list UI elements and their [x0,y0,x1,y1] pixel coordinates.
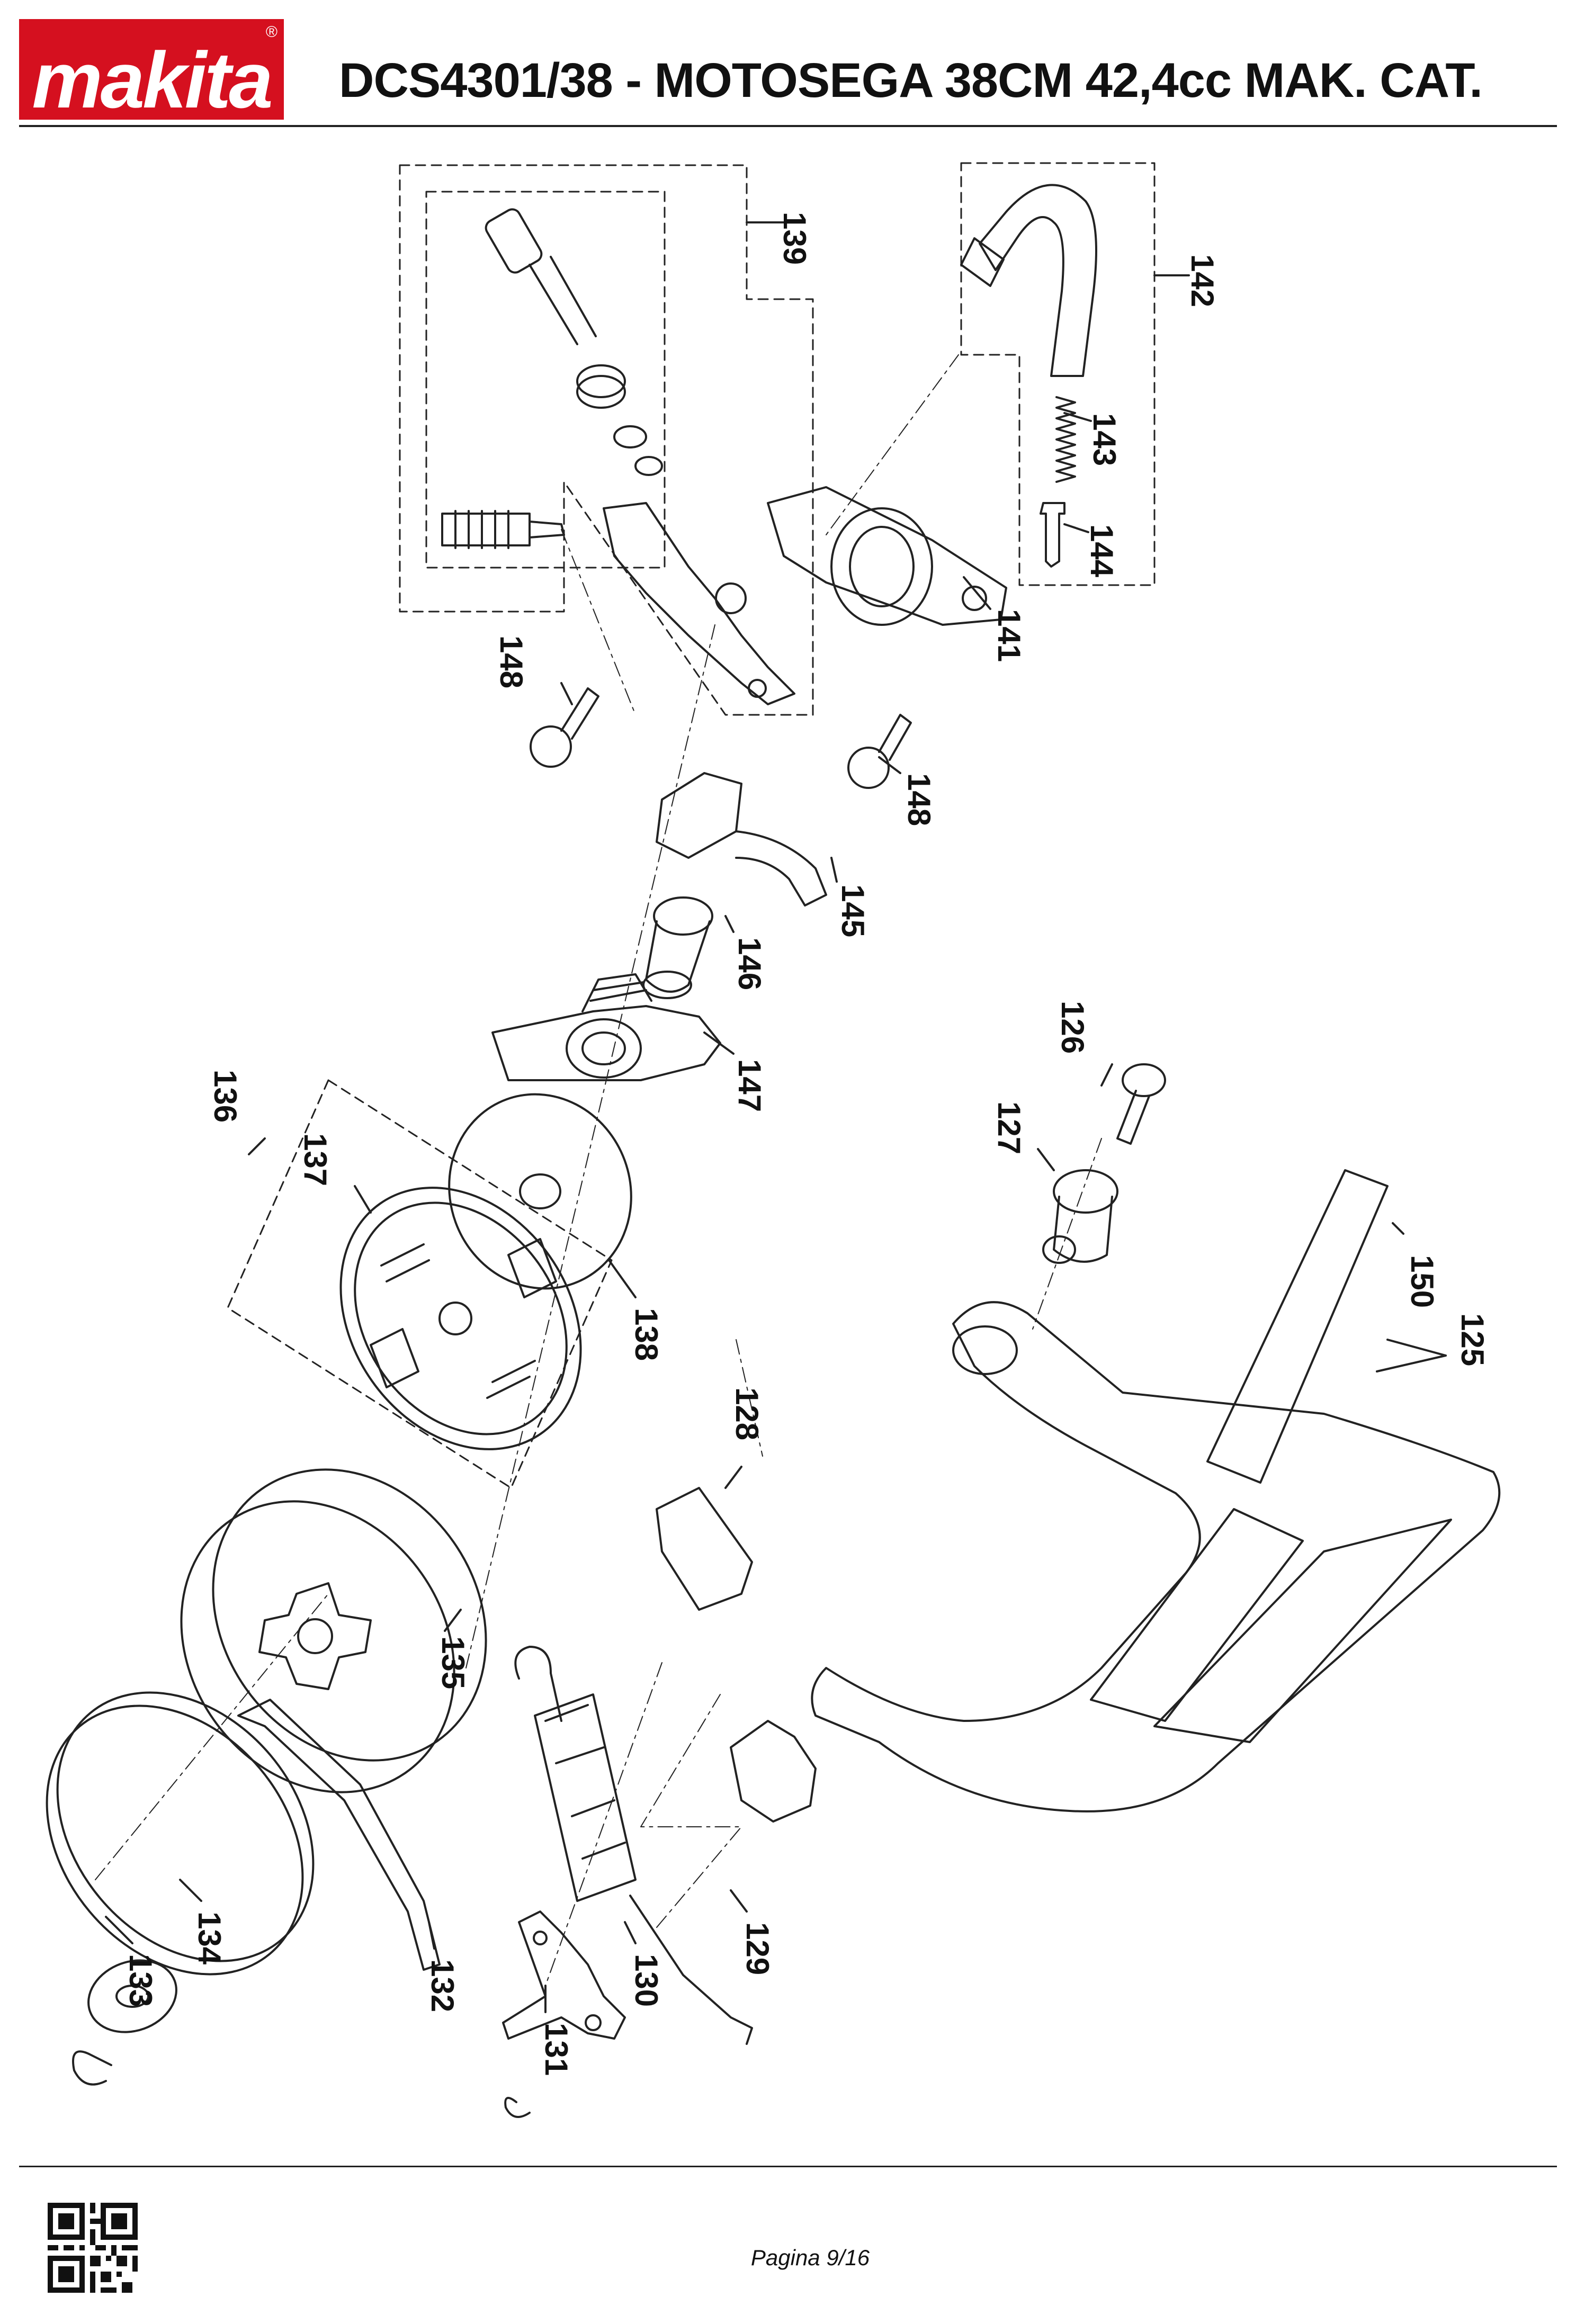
part-147-worm-drive [491,973,721,1081]
footer-divider [19,2166,1557,2167]
callout-145: 145 [835,884,871,937]
part-150-label [1206,1169,1389,1484]
callout-148-left: 148 [494,635,529,688]
header: makita ® DCS4301/38 - MOTOSEGA 38CM 42,4… [0,0,1576,132]
part-135-clutch-drum [180,1468,487,1793]
callout-132: 132 [425,1959,460,2012]
part-144-pin [1040,502,1065,568]
callout-134: 134 [192,1912,227,1965]
assembly-139-inner-box [425,191,666,569]
assembly-142-outline [960,162,1156,586]
part-146-bushing [642,896,713,999]
callout-143: 143 [1087,413,1122,466]
callout-147: 147 [732,1059,767,1112]
part-oil-lever [603,502,795,705]
callout-129: 129 [740,1922,775,1975]
part-148-screw-left [530,687,599,768]
assembly-139-outline [399,164,814,716]
part-131-clip [504,2097,531,2118]
callout-139: 139 [777,212,812,265]
part-148-screw-right [847,714,912,789]
callout-131: 131 [539,2023,574,2076]
makita-logo: makita ® [19,19,284,120]
part-133-clip [72,2050,112,2086]
callout-136: 136 [208,1070,243,1123]
callout-125: 125 [1455,1313,1490,1366]
part-130-brake-lever [502,1910,626,2040]
part-132-brake-band [46,1691,441,1976]
part-128-clip [656,1487,753,1611]
callout-148-right: 148 [901,773,937,826]
page-number: Pagina 9/16 [750,2245,870,2270]
part-143-spring [1055,396,1076,483]
part-oil-hose [960,184,1097,377]
callout-135: 135 [435,1636,471,1689]
registered-mark: ® [265,23,277,41]
assembly-136-outline [227,1079,613,1489]
callout-130: 130 [629,1954,664,2007]
part-125-handguard [730,1301,1501,1823]
callout-142: 142 [1185,254,1220,307]
part-127-bushing [1042,1169,1118,1264]
callout-137: 137 [298,1133,333,1186]
header-divider [19,125,1557,127]
exploded-parts-diagram: 139 142 143 144 141 148 148 145 146 147 … [46,162,1501,2118]
part-adjust-screw [485,208,663,476]
part-141-pump-housing [767,486,1007,626]
callout-141: 141 [991,609,1027,662]
callout-138: 138 [629,1308,664,1361]
callout-133: 133 [123,1954,158,2007]
part-145-fitting [656,772,827,907]
part-129-spring [514,1646,753,2045]
callout-146: 146 [732,937,767,990]
page-title: DCS4301/38 - MOTOSEGA 38CM 42,4cc MAK. C… [339,53,1483,107]
part-134-washer [87,1959,177,2033]
part-138-washer [448,1093,632,1290]
callout-127: 127 [991,1101,1027,1154]
part-126-screw [1116,1063,1166,1145]
callout-150: 150 [1404,1255,1440,1308]
part-spring-plunger [441,510,565,549]
qr-code[interactable] [48,2203,138,2293]
callout-126: 126 [1055,1001,1090,1054]
part-137-clutch [339,1187,582,1450]
callout-128: 128 [729,1387,765,1440]
logo-text: makita [32,35,273,124]
callout-144: 144 [1084,524,1120,578]
